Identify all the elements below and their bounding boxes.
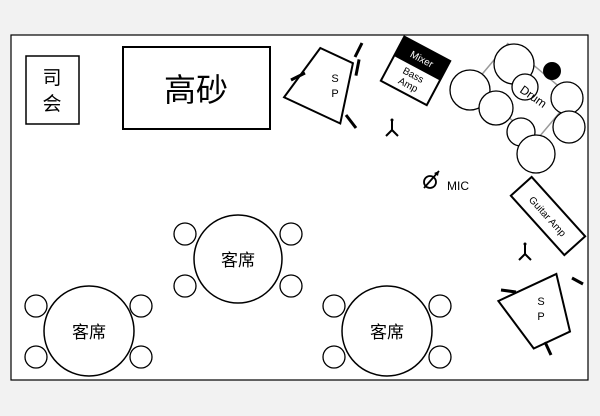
chair: [279, 222, 303, 246]
mc-label-char2: 会: [42, 93, 61, 115]
mic-stand-icon: [385, 118, 399, 137]
speaker-top-label-s: S: [331, 73, 338, 85]
drum-piece: [478, 90, 514, 126]
drum-piece: [449, 69, 491, 111]
speaker-top: S P: [282, 42, 364, 129]
chair: [322, 345, 346, 369]
chair: [129, 345, 153, 369]
drum-piece: [511, 73, 539, 101]
chair: [428, 345, 452, 369]
drum-piece: [552, 110, 586, 144]
guest-table-1-label: 客席: [221, 251, 255, 271]
drum-piece: [550, 81, 584, 115]
guest-table-2-label: 客席: [72, 323, 106, 343]
chair: [24, 294, 48, 318]
chair: [173, 222, 197, 246]
drum-kit: Drum: [449, 42, 586, 174]
guest-table-1: 客席: [173, 214, 303, 304]
chair: [129, 294, 153, 318]
mic-label: MIC: [447, 179, 469, 193]
chair: [173, 274, 197, 298]
speaker-bottom: S P: [496, 272, 584, 356]
speaker-bottom-label-p: P: [537, 311, 544, 323]
drum-piece: [516, 134, 556, 174]
chair: [322, 294, 346, 318]
speaker-top-label-p: P: [331, 88, 338, 100]
speaker-bottom-label-s: S: [537, 296, 544, 308]
guest-table-2: 客席: [24, 285, 153, 377]
cymbal-icon: [543, 62, 561, 80]
mic-icon: [423, 170, 440, 189]
guest-table-3-label: 客席: [370, 323, 404, 343]
chair: [24, 345, 48, 369]
head-table: 高砂: [122, 46, 271, 130]
mc-label-char1: 司: [42, 67, 61, 89]
chair: [428, 294, 452, 318]
guest-table-3: 客席: [322, 285, 452, 377]
mc-podium: 司 会: [25, 55, 80, 125]
head-table-label: 高砂: [164, 71, 228, 109]
guitar-amp: Guitar Amp: [509, 175, 587, 257]
mixer-bass-amp: Mixer Bass Amp: [379, 35, 452, 107]
chair: [279, 274, 303, 298]
mic-stand-icon: [518, 242, 532, 261]
